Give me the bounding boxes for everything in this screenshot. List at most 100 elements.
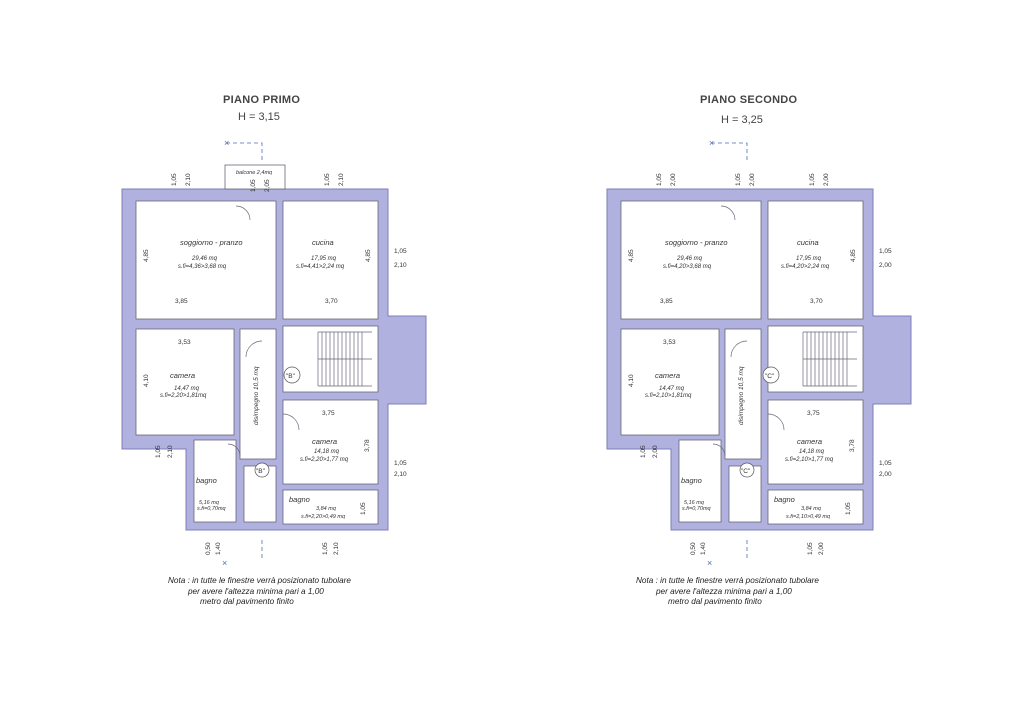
room-disimpegno xyxy=(724,328,762,460)
section-line xyxy=(226,142,263,560)
room-name: camera xyxy=(170,371,195,380)
section-line xyxy=(711,142,748,560)
room-bagno-2 xyxy=(767,489,864,525)
window-dimension: 1,05 xyxy=(879,460,892,467)
room-window-ratio: s.fi=4,20>3,68 mq xyxy=(663,264,712,270)
room-window-ratio: s.fi=2,10>1,77 mq xyxy=(785,457,834,463)
room-window-ratio: s.fi=2,20>1,77 mq xyxy=(300,457,349,463)
window-dimension: 2,00 xyxy=(879,262,892,269)
dimension-label: 3,53 xyxy=(178,339,191,346)
room-soggiorno xyxy=(620,200,762,320)
window-dimension: 2,10 xyxy=(394,262,407,269)
room-area: 14,47 mq xyxy=(659,386,685,392)
room-soggiorno xyxy=(135,200,277,320)
balcony-label: balcone 2,4mq xyxy=(236,170,273,176)
window-dimension: 1,05 xyxy=(155,445,162,458)
room-area: 29,46 mq xyxy=(676,256,703,262)
room-name: disimpegno 10,5 mq xyxy=(253,366,260,425)
floor-plan-first: × × soggiorno - pranzo 29,46 mq s.fi=4,3… xyxy=(121,138,427,568)
dimension-label: 4,85 xyxy=(628,249,635,262)
room-camera-2 xyxy=(282,399,379,485)
room-name: cucina xyxy=(797,238,819,247)
window-dimension: 1,05 xyxy=(171,173,178,186)
room-disimpegno xyxy=(239,328,277,460)
room-name: bagno xyxy=(196,476,217,485)
window-dimension: 2,00 xyxy=(823,173,830,186)
dimension-label: 4,10 xyxy=(143,374,150,387)
room-window-ratio: s.fi=2,10>1,81mq xyxy=(645,393,692,399)
room-window-ratio: s.fi=4,20>2,24 mq xyxy=(781,264,830,270)
room-camera-1 xyxy=(135,328,235,436)
stair-marker: "B" xyxy=(256,468,266,475)
window-dimension: 1,05 xyxy=(879,248,892,255)
door-swings xyxy=(227,205,300,457)
window-dimension: 2,00 xyxy=(879,471,892,478)
dimension-label: 3,53 xyxy=(663,339,676,346)
room-area: 5,16 mq xyxy=(684,500,705,506)
note-line: metro dal pavimento finito xyxy=(200,597,294,606)
window-dimension: 2,10 xyxy=(185,173,192,186)
section-mark: × xyxy=(222,558,227,568)
room-area: 14,18 mq xyxy=(799,449,825,455)
room-area: 3,84 mq xyxy=(801,506,822,512)
dimension-label: 3,78 xyxy=(364,439,371,452)
room-area: 5,16 mq xyxy=(199,500,220,506)
window-dimension: 2,10 xyxy=(167,445,174,458)
dimension-label: 3,70 xyxy=(810,298,823,305)
staircase xyxy=(802,331,857,387)
window-dimension: 1,05 xyxy=(360,502,367,515)
window-dimension: 2,10 xyxy=(338,173,345,186)
window-dimension: 2,10 xyxy=(333,542,340,555)
window-dimension: 2,00 xyxy=(670,173,677,186)
window-dimension: 0,50 xyxy=(205,542,212,555)
stair-marker: "C" xyxy=(741,468,751,475)
dimension-label: 4,85 xyxy=(365,249,372,262)
plan-title: PIANO PRIMO xyxy=(223,94,301,106)
room-area: 14,18 mq xyxy=(314,449,340,455)
window-dimension: 1,05 xyxy=(394,248,407,255)
room-window-ratio: s.fi=4,36>3,68 mq xyxy=(178,264,227,270)
dimension-label: 3,85 xyxy=(175,298,188,305)
room-name: disimpegno 10,5 mq xyxy=(738,366,745,425)
stair-marker: "C" xyxy=(765,373,775,380)
window-dimension: 1,05 xyxy=(322,542,329,555)
window-dimension: 1,05 xyxy=(394,460,407,467)
room-name: bagno xyxy=(774,495,795,504)
room-name: camera xyxy=(655,371,680,380)
room-name: soggiorno - pranzo xyxy=(665,238,728,247)
room-window-ratio: s.fi=2,20>0,49 mq xyxy=(301,514,346,520)
window-dimension: 1,05 xyxy=(324,173,331,186)
dimension-label: 3,85 xyxy=(660,298,673,305)
room-window-ratio: s.fi=2,20>1,81mq xyxy=(160,393,207,399)
window-dimension: 1,05 xyxy=(735,173,742,186)
note-line: Nota : in tutte le finestre verrà posizi… xyxy=(168,576,351,585)
stair-marker: "B" xyxy=(286,373,296,380)
room-area: 14,47 mq xyxy=(174,386,200,392)
room-name: bagno xyxy=(289,495,310,504)
dimension-label: 4,85 xyxy=(143,249,150,262)
window-dimension: 1,05 xyxy=(640,445,647,458)
window-dimension: 2,00 xyxy=(818,542,825,555)
room-area: 17,95 mq xyxy=(796,256,822,262)
window-dimension: 1,05 xyxy=(656,173,663,186)
window-dimension: 1,05 xyxy=(807,542,814,555)
dimension-label: 3,70 xyxy=(325,298,338,305)
note-first: Nota : in tutte le finestre verrà posizi… xyxy=(168,576,351,608)
room-balcony xyxy=(224,164,286,190)
plan-height: H = 3,15 xyxy=(238,111,280,123)
room-cucina xyxy=(282,200,379,320)
note-line: metro dal pavimento finito xyxy=(668,597,762,606)
staircase xyxy=(317,331,372,387)
room-name: cucina xyxy=(312,238,334,247)
door-swings xyxy=(712,205,785,457)
room-area: 17,95 mq xyxy=(311,256,337,262)
room-window-ratio: s.fi=0,70mq xyxy=(197,506,227,512)
window-dimension: 0,50 xyxy=(690,542,697,555)
plan-title: PIANO SECONDO xyxy=(700,94,798,106)
section-mark: × xyxy=(224,138,229,148)
section-mark: × xyxy=(707,558,712,568)
note-line: per avere l'altezza minima pari a 1,00 xyxy=(656,586,792,596)
dimension-label: 3,75 xyxy=(807,410,820,417)
